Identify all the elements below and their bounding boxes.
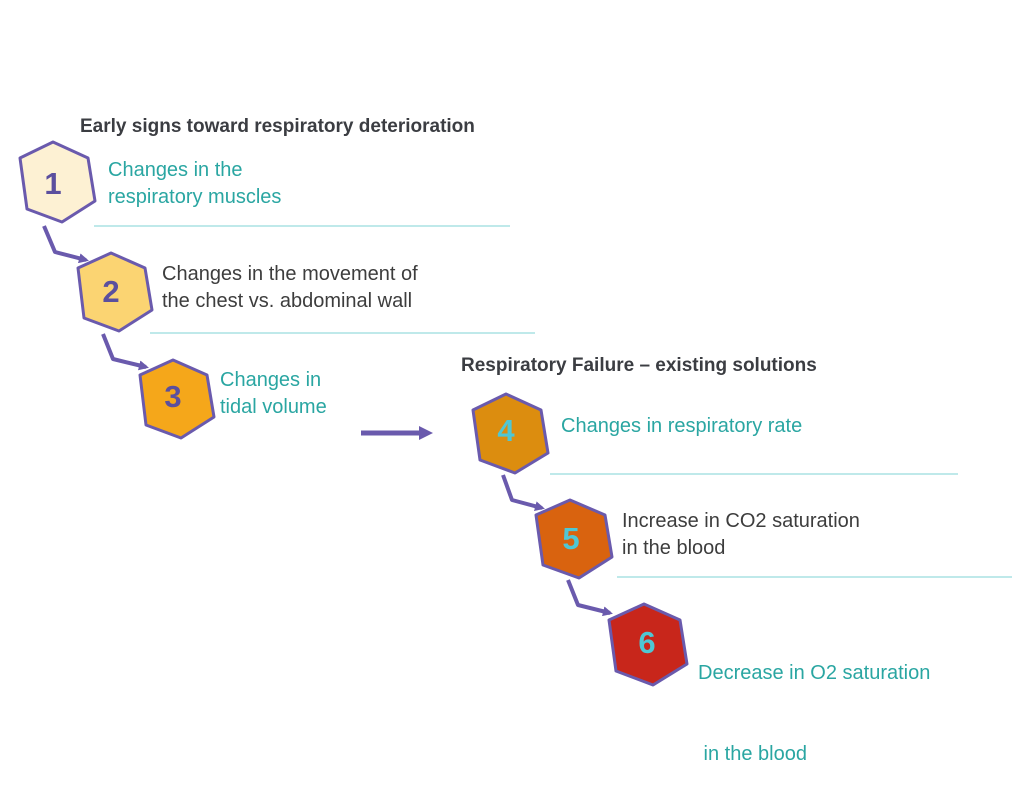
connector-arrow-1-2 bbox=[42, 225, 89, 264]
step-badge-1: 1 bbox=[18, 140, 97, 224]
step-description-6: Decrease in O2 saturation in the blood bbox=[698, 606, 930, 800]
step-number: 2 bbox=[102, 274, 119, 309]
step-text-line: Changes in respiratory rate bbox=[561, 415, 803, 437]
step-text-line: Changes in the movement of bbox=[162, 263, 418, 285]
connector-arrow-4-5 bbox=[501, 474, 545, 512]
step-number: 1 bbox=[44, 166, 61, 201]
connector-arrow-5-6 bbox=[566, 579, 613, 617]
step-text-line: Decrease in O2 saturation bbox=[698, 662, 931, 684]
step-number: 3 bbox=[164, 379, 181, 414]
step-text-line: the chest vs. abdominal wall bbox=[162, 290, 413, 312]
step-description-1: Changes in the respiratory muscles bbox=[108, 157, 281, 211]
step-number: 4 bbox=[497, 413, 515, 448]
step-text-line: Increase in CO2 saturation bbox=[622, 510, 860, 532]
hexagon-shape bbox=[471, 392, 550, 475]
step-badge-4: 4 bbox=[471, 392, 550, 475]
step-text-line: in the blood bbox=[622, 537, 726, 559]
step-description-3: Changes in tidal volume bbox=[220, 367, 327, 421]
step-description-2: Changes in the movement of the chest vs.… bbox=[162, 261, 418, 315]
step-text-line: Changes in bbox=[220, 369, 322, 391]
heading-early-signs: Early signs toward respiratory deteriora… bbox=[80, 116, 475, 137]
heading-respiratory-failure: Respiratory Failure – existing solutions bbox=[461, 355, 817, 376]
step-badge-6: 6 bbox=[607, 602, 689, 687]
step-text-line: in the blood bbox=[698, 743, 807, 765]
step-badge-3: 3 bbox=[138, 358, 216, 440]
hexagon-shape bbox=[534, 498, 614, 580]
hexagon-shape bbox=[18, 140, 97, 224]
step-text-line: respiratory muscles bbox=[108, 186, 282, 208]
step-description-5: Increase in CO2 saturation in the blood bbox=[622, 508, 860, 562]
hexagon-shape bbox=[76, 251, 154, 333]
step-number: 5 bbox=[562, 521, 579, 556]
step-text-line: tidal volume bbox=[220, 396, 327, 418]
hexagon-shape bbox=[138, 358, 216, 440]
step-badge-5: 5 bbox=[534, 498, 614, 580]
step-badge-2: 2 bbox=[76, 251, 154, 333]
connector-arrow-2-3 bbox=[101, 333, 149, 371]
step-description-4: Changes in respiratory rate bbox=[561, 413, 802, 440]
step-number: 6 bbox=[638, 625, 655, 660]
step-text-line: Changes in the bbox=[108, 159, 243, 181]
hexagon-shape bbox=[607, 602, 689, 687]
